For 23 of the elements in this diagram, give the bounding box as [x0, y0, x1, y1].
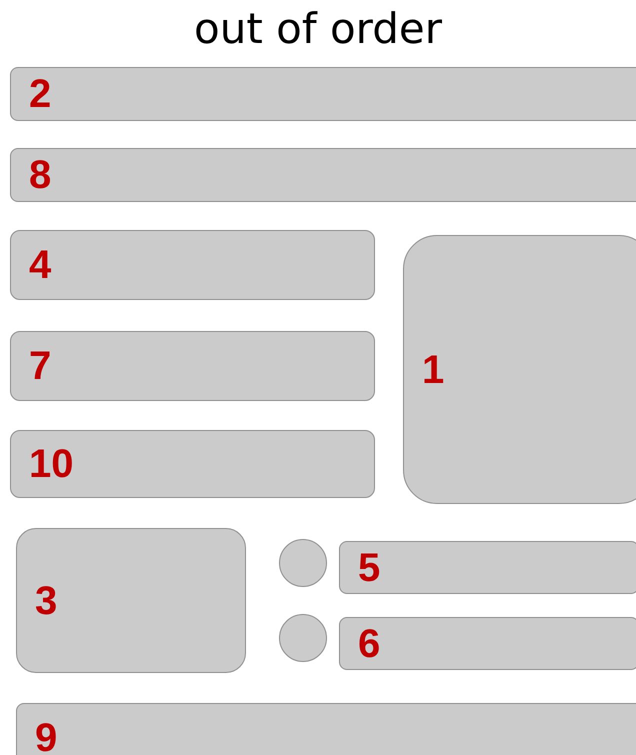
rounded-box	[339, 541, 636, 594]
rounded-box	[10, 430, 375, 498]
diagram-title: out of order	[193, 4, 443, 53]
box-number: 4	[28, 245, 52, 285]
rounded-box	[10, 67, 636, 121]
rounded-box	[339, 617, 636, 670]
box-number: 3	[34, 580, 58, 620]
rounded-box	[10, 148, 636, 202]
rounded-box	[10, 331, 375, 401]
box-number: 5	[357, 548, 380, 588]
circle-shape	[279, 539, 327, 587]
box-number: 9	[34, 718, 58, 755]
box-number: 6	[357, 624, 380, 664]
rounded-box	[10, 230, 375, 300]
box-number: 10	[28, 444, 74, 484]
box-number: 8	[28, 155, 52, 195]
box-number: 1	[421, 350, 444, 390]
circle-shape	[279, 614, 327, 662]
box-number: 7	[28, 346, 52, 386]
rounded-box	[16, 528, 246, 673]
box-number: 2	[28, 74, 52, 114]
rounded-box	[403, 235, 636, 504]
rounded-box	[16, 703, 636, 755]
